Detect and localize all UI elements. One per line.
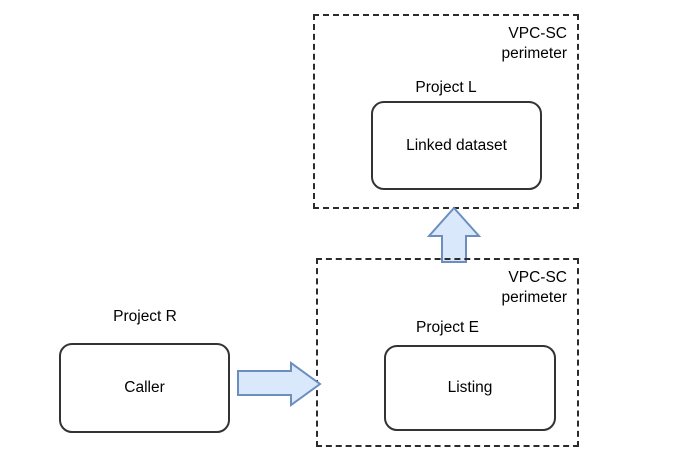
arrow-right-icon bbox=[237, 361, 322, 407]
node-linked-dataset[interactable]: Linked dataset bbox=[371, 101, 542, 190]
project-title-e: Project E bbox=[416, 319, 479, 336]
perimeter-label-lower: VPC-SC perimeter bbox=[501, 269, 567, 306]
arrow-caller-to-listing-icon bbox=[236, 361, 322, 407]
arrow-up-icon bbox=[426, 206, 482, 263]
perimeter-label-upper: VPC-SC perimeter bbox=[501, 25, 567, 62]
node-listing[interactable]: Listing bbox=[384, 345, 556, 431]
project-title-r: Project R bbox=[113, 308, 177, 325]
project-title-l: Project L bbox=[415, 79, 477, 96]
vpc-sc-perimeter-lower: VPC-SC perimeter Project E bbox=[316, 258, 579, 447]
node-linked-dataset-label: Linked dataset bbox=[406, 136, 507, 154]
arrow-listing-to-linked-dataset-icon bbox=[424, 205, 484, 263]
vpc-sc-perimeter-upper: VPC-SC perimeter Project L bbox=[313, 14, 579, 209]
node-caller[interactable]: Caller bbox=[59, 343, 230, 433]
node-caller-label: Caller bbox=[124, 379, 165, 396]
node-listing-label: Listing bbox=[447, 379, 493, 396]
